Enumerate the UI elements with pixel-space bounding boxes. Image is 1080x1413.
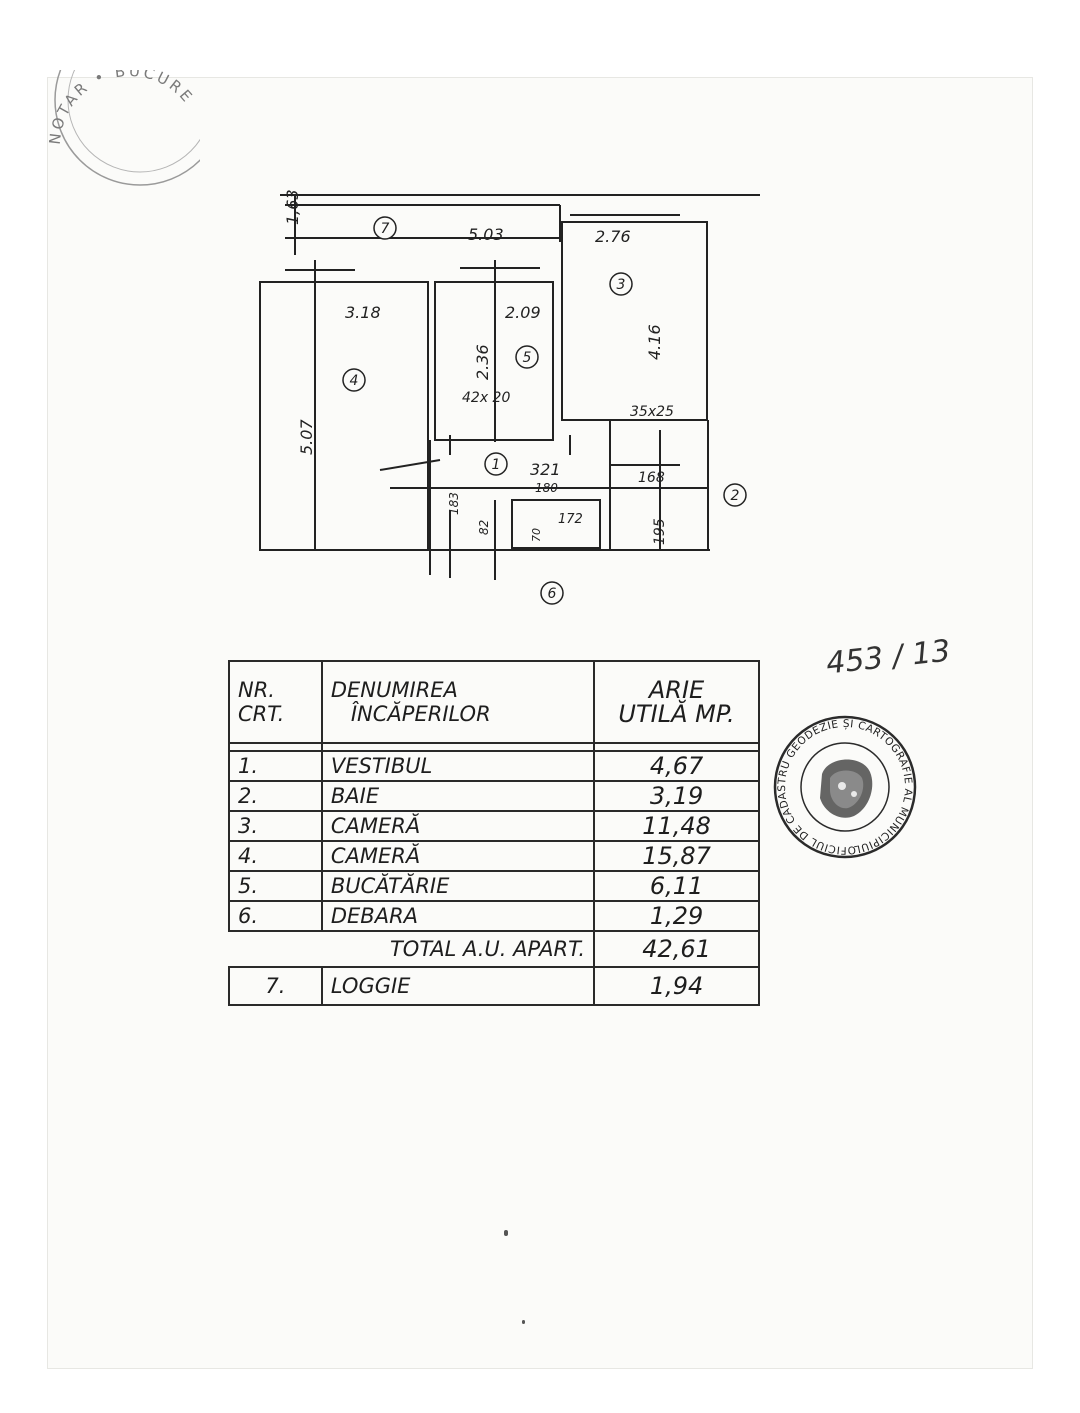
notary-stamp-text: NOTAR • BUCUREȘTI [40, 70, 195, 145]
table-row: 4. CAMERĂ 15,87 [228, 840, 760, 872]
total-label: TOTAL A.U. APART. [229, 930, 596, 968]
dim-top-width: 5.03 [468, 225, 504, 244]
floor-plan: 7 3 4 5 1 2 6 1,63 5.03 2.76 3.18 2.09 5… [259, 189, 760, 605]
dim-room4-height: 5.07 [297, 419, 316, 455]
dim-small-70: 70 [530, 528, 543, 542]
dim-right-195: 195 [652, 518, 668, 545]
table-row: 2. BAIE 3,19 [228, 780, 760, 812]
dim-room5-height: 2.36 [473, 344, 492, 380]
dim-room4-width: 3.18 [345, 303, 381, 322]
rooms-table: NR. CRT. DENUMIREA ÎNCĂPERILOR ARIE UTIL… [228, 660, 760, 1006]
room-marker-4: 4 [350, 373, 359, 389]
dim-top-right: 2.76 [595, 227, 631, 246]
table-row: 5. BUCĂTĂRIE 6,11 [228, 870, 760, 902]
room-marker-6: 6 [548, 586, 557, 602]
dim-left-82: 82 [477, 520, 491, 535]
table-total-row: TOTAL A.U. APART. 42,61 [229, 930, 760, 968]
dim-top-height: 1,63 [283, 189, 302, 225]
paper-speck [504, 1230, 508, 1236]
cadastre-stamp: OFICIUL DE CADASTRU GEODEZIE ȘI CARTOGRA… [770, 712, 920, 862]
table-row: 3. CAMERĂ 11,48 [228, 810, 760, 842]
room-marker-1: 1 [492, 457, 501, 473]
svg-text:NOTAR • BUCUREȘTI: NOTAR • BUCUREȘTI [40, 70, 198, 145]
dim-hall-width: 321 [530, 460, 561, 479]
header-nr: NR. CRT. [228, 660, 323, 744]
table-row: 1. VESTIBUL 4,67 [228, 750, 760, 782]
table-loggia-row: 7. LOGGIE 1,94 [228, 966, 760, 1006]
room-marker-2: 2 [731, 488, 740, 504]
dim-room5-vent: 42x 20 [462, 390, 510, 406]
dim-room5-width: 2.09 [505, 303, 541, 322]
dim-debara: 172 [558, 512, 583, 527]
dim-room3-vent: 35x25 [630, 404, 674, 420]
dim-room3-height: 4.16 [645, 324, 664, 360]
header-name: DENUMIREA ÎNCĂPERILOR [320, 660, 596, 744]
dim-hall-sub: 180 [535, 481, 558, 495]
room-marker-3: 3 [617, 277, 626, 293]
table-header-row: NR. CRT. DENUMIREA ÎNCĂPERILOR ARIE UTIL… [228, 660, 760, 744]
table-gap-row [228, 742, 760, 752]
dim-left-183: 183 [447, 492, 461, 515]
room-marker-5: 5 [523, 350, 532, 366]
header-area: ARIE UTILĂ MP. [593, 660, 760, 744]
coat-of-arms-icon [820, 759, 873, 818]
paper-speck [522, 1320, 525, 1324]
room-marker-7: 7 [381, 221, 390, 237]
total-area: 42,61 [593, 930, 760, 968]
dim-right-168: 168 [638, 470, 665, 486]
table-row: 6. DEBARA 1,29 [228, 900, 760, 932]
notary-stamp: NOTAR • BUCUREȘTI [40, 70, 200, 186]
